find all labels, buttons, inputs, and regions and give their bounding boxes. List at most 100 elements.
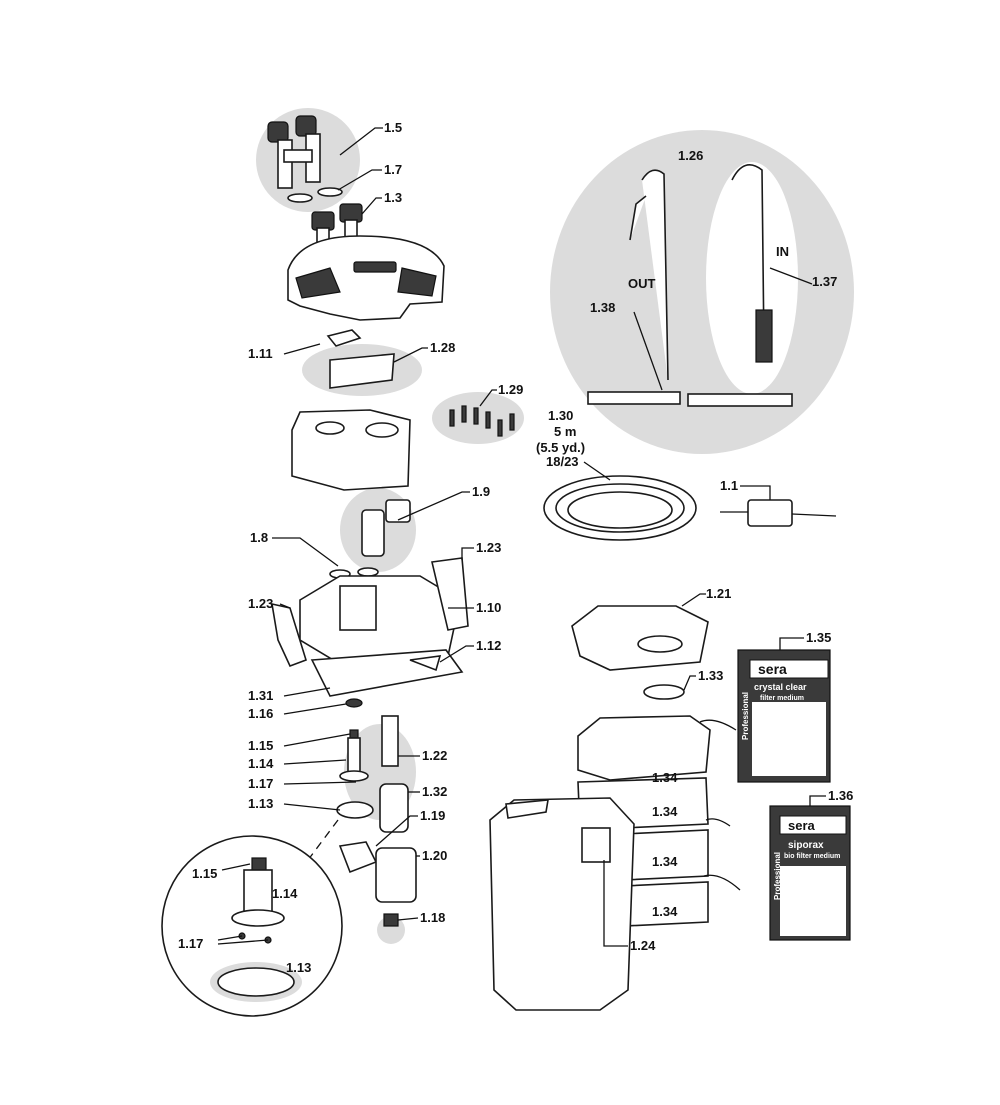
elbow-1-19 (338, 841, 378, 874)
spray-bar-right (687, 393, 793, 407)
box1-line: Professional (741, 692, 750, 740)
motor-hole-left (315, 421, 345, 435)
leader-1-18 (397, 917, 419, 921)
detail-circle (161, 835, 343, 1017)
impeller-assembly-drawing (289, 715, 417, 927)
leader-1-28 (393, 347, 428, 363)
cable-right (791, 513, 837, 517)
leader-1-9 (397, 491, 470, 521)
detail-label-1-13: 1.13 (286, 960, 311, 975)
label-1-37: 1.37 (812, 274, 837, 289)
leader-1-30 (583, 461, 611, 481)
primer-pump-drawing (329, 499, 411, 579)
leader-1-21 (681, 593, 706, 607)
intake-strainer (755, 309, 773, 363)
o-ring-1-8b (357, 567, 379, 577)
leader-1-29 (479, 389, 497, 407)
label-1-15: 1.15 (248, 738, 273, 753)
detail-impeller (231, 909, 285, 927)
label-1-30: 1.30 (548, 408, 573, 423)
label-1-23-right: 1.23 (476, 540, 501, 555)
screw (473, 407, 479, 425)
detail-cap (251, 857, 267, 871)
part-labels: 1.5 1.7 1.3 1.11 1.28 1.29 1.9 1.8 1.23 … (178, 120, 853, 975)
label-1-35: 1.35 (806, 630, 831, 645)
label-1-38: 1.38 (590, 300, 615, 315)
valve-knob-right (295, 115, 317, 137)
product-box-siporax: sera siporax bio filter medium Professio… (769, 805, 851, 941)
leader-1-16 (283, 703, 347, 715)
box2-name: siporax (788, 840, 824, 851)
leader-1-7 (337, 169, 382, 191)
leader-1-38 (633, 311, 663, 391)
label-1-33: 1.33 (698, 668, 723, 683)
label-1-26: 1.26 (678, 148, 703, 163)
label-1-8: 1.8 (250, 530, 268, 545)
ring-1-33 (643, 684, 685, 700)
hose-length-yd: (5.5 yd.) (536, 440, 585, 455)
valve-body-left (277, 139, 293, 189)
leader-1-24 (603, 860, 628, 947)
screws-1-29 (449, 405, 515, 437)
hose-ring-inner (567, 491, 673, 529)
leader-1-8 (272, 537, 339, 567)
leader-1-1 (740, 485, 771, 500)
box1-brand-band (749, 659, 829, 679)
box2-brand-band (779, 815, 847, 835)
leader-lines (217, 127, 826, 947)
lid-1-21 (571, 605, 709, 671)
label-1-28: 1.28 (430, 340, 455, 355)
impeller-chamber (339, 585, 377, 631)
o-ring-left (287, 193, 313, 203)
label-1-18: 1.18 (420, 910, 445, 925)
label-1-34-c: 1.34 (652, 854, 678, 869)
clip-1-11 (326, 329, 362, 347)
nut-1-16 (345, 698, 363, 708)
label-1-1: 1.1 (720, 478, 738, 493)
lid-hole (637, 635, 683, 653)
box1-subtitle: filter medium (760, 695, 804, 702)
product-box-crystal-clear: sera crystal clear filter medium Profess… (737, 649, 831, 783)
label-1-19: 1.19 (420, 808, 445, 823)
o-ring-right (317, 187, 343, 197)
label-1-17: 1.17 (248, 776, 273, 791)
label-1-7: 1.7 (384, 162, 402, 177)
label-1-14: 1.14 (248, 756, 274, 771)
detail-shaft (243, 869, 273, 915)
arrow-box1 (699, 719, 737, 731)
label-1-22: 1.22 (422, 748, 447, 763)
primer-head (385, 499, 411, 523)
leader-detail-1-15 (221, 863, 251, 871)
label-1-24: 1.24 (630, 938, 656, 953)
label-1-3: 1.3 (384, 190, 402, 205)
label-1-34-b: 1.34 (652, 804, 678, 819)
pipes-drawing (587, 164, 793, 407)
switch-plate (329, 353, 395, 389)
leader-1-5 (339, 127, 383, 156)
arrow-1-12 (409, 655, 442, 672)
label-1-20: 1.20 (422, 848, 447, 863)
hose-diameter: 18/23 (546, 454, 579, 469)
cover-grip-left (295, 267, 341, 299)
leader-detail-1-17 (217, 935, 269, 945)
label-1-5: 1.5 (384, 120, 402, 135)
label-1-10: 1.10 (476, 600, 501, 615)
pipe-out (641, 169, 669, 381)
screw (461, 405, 467, 423)
hose-length: 5 m (554, 424, 576, 439)
cover-badge (353, 261, 397, 273)
pump-base-drawing (271, 557, 469, 708)
canister-handle (505, 799, 549, 819)
valve-bridge (283, 149, 313, 163)
label-1-32: 1.32 (422, 784, 447, 799)
box1-brand: sera (758, 661, 787, 677)
power-brick (747, 499, 793, 527)
screw (449, 409, 455, 427)
label-1-21: 1.21 (706, 586, 731, 601)
label-1-34-d: 1.34 (652, 904, 678, 919)
valve-knob-left (267, 121, 289, 143)
leader-1-19 (375, 815, 418, 847)
leader-1-17 (283, 781, 357, 785)
